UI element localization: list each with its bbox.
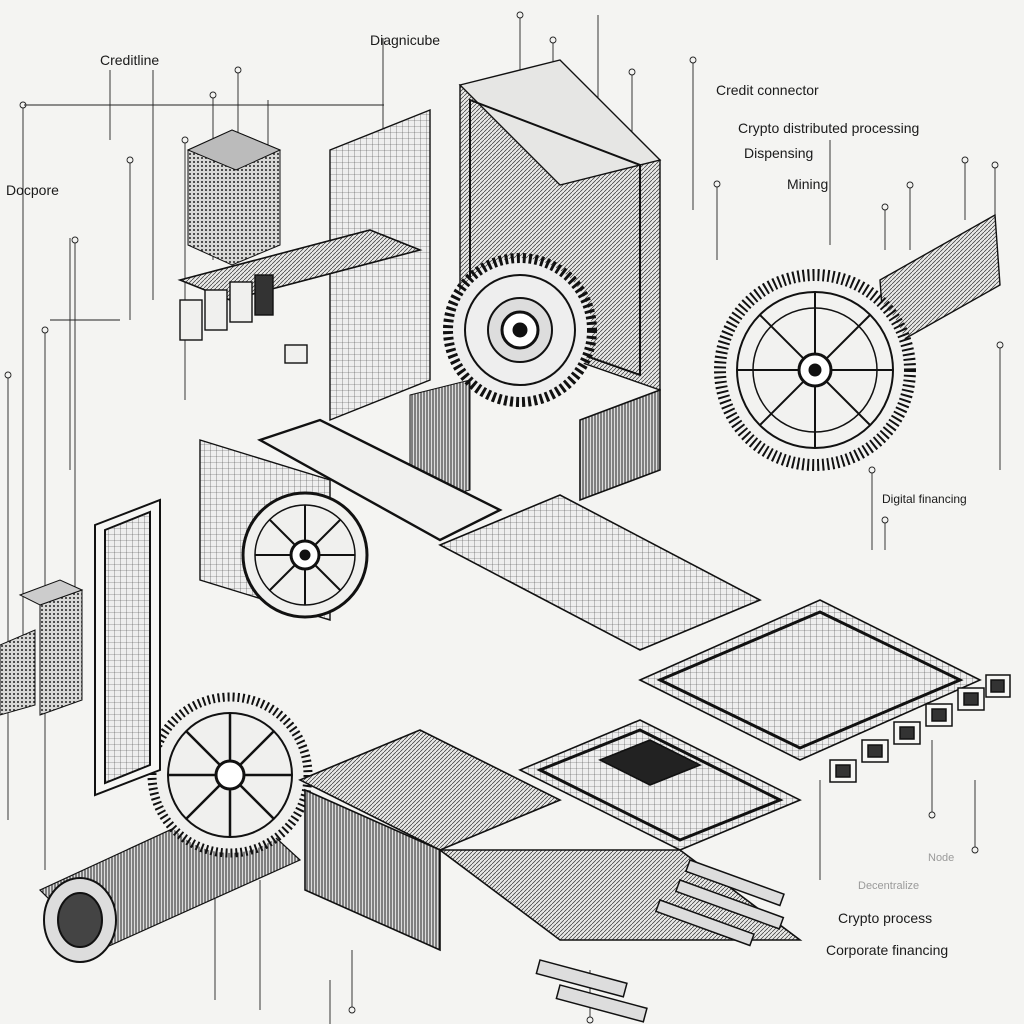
label-diagram-cube: Diagnicube (370, 32, 441, 48)
cable-bundle (535, 859, 785, 1023)
label-dispensing: Dispensing (744, 145, 814, 161)
central-gear (443, 253, 597, 407)
label-credit-connector: Credit connector (716, 82, 819, 98)
label-corporate-financing: Corporate financing (826, 942, 949, 958)
right-flywheel (714, 213, 1001, 471)
label-crypto-process: Crypto process (838, 910, 933, 926)
connector-blocks (829, 674, 1011, 783)
label-digital-financing: Digital financing (882, 492, 967, 506)
label-node: Node (928, 852, 955, 864)
left-frame-panel (94, 498, 161, 797)
label-crypto-distributed: Crypto distributed processing (738, 120, 920, 136)
left-gear (199, 439, 369, 621)
label-credit-line: Creditline (100, 52, 160, 68)
central-tower (329, 59, 662, 422)
label-decentralize: Decentralize (858, 880, 920, 892)
lower-left-wheel (38, 692, 313, 963)
stepped-blocks (179, 274, 308, 364)
label-mining: Mining (787, 176, 829, 192)
label-decompose: Docpore (6, 182, 59, 198)
